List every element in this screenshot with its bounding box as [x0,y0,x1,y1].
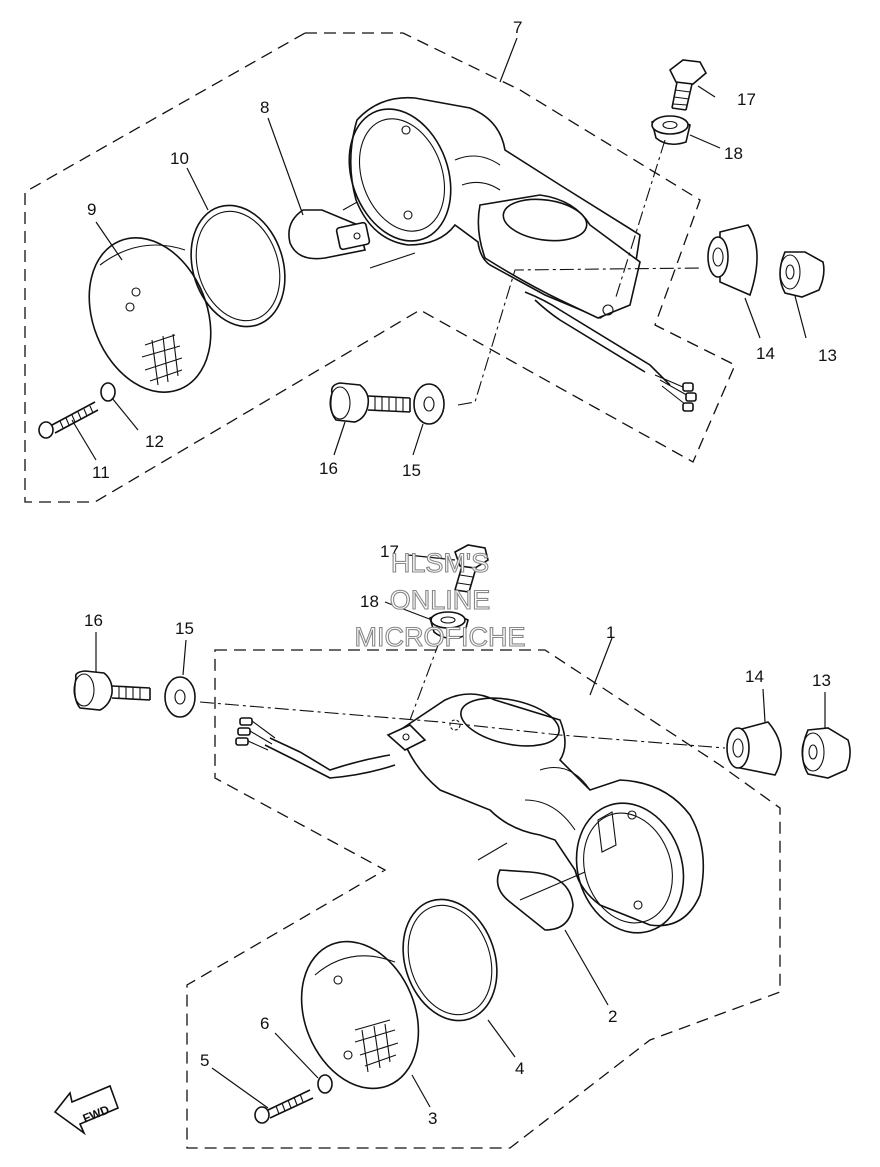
callout-12: 12 [145,432,164,451]
gasket-10 [190,204,286,328]
watermark: HLSM'S ONLINE MICROFICHE [354,547,526,652]
callout-14: 14 [756,344,775,363]
callout-10: 10 [170,149,189,168]
washer-15-lower [164,676,196,718]
lower-turn-signal-assembly: FWD 1 2 4 3 6 5 16 15 14 13 17 18 [53,542,851,1149]
bolt-16-lower [73,670,151,711]
callout-13: 13 [812,671,831,690]
bolt-16 [329,382,411,423]
callout-5: 5 [200,1051,209,1070]
bolt-axis-17 [614,139,666,301]
callout-2: 2 [608,1007,617,1026]
lens-9 [88,237,212,393]
callout-9: 9 [87,200,96,219]
callout-16: 16 [84,611,103,630]
collar-14-lower [726,721,782,776]
housing-7 [348,96,671,386]
bolt-17 [668,59,708,111]
callout-14: 14 [745,667,764,686]
bolt-17-lower [454,544,489,593]
bolt-axis-16 [457,267,701,406]
washer-6 [317,1074,333,1094]
callout-4: 4 [515,1059,524,1078]
watermark-line-1: HLSM'S [391,548,489,578]
forward-direction-arrow: FWD [53,1084,120,1136]
callout-17: 17 [380,542,399,561]
wire-leads-lower [235,717,396,779]
callout-18: 18 [360,592,379,611]
callout-8: 8 [260,98,269,117]
gasket-4 [402,898,498,1022]
callout-18: 18 [724,144,743,163]
collar-18 [651,115,691,146]
housing-1 [386,693,705,934]
watermark-line-2: ONLINE [390,585,491,615]
callout-15: 15 [402,461,421,480]
bulb-2 [477,842,586,931]
callout-6: 6 [260,1014,269,1033]
screw-11 [38,401,99,439]
callout-7: 7 [513,18,522,37]
callout-1: 1 [606,623,615,642]
upper-turn-signal-assembly: 7 8 10 9 12 11 17 18 14 13 16 15 [24,18,837,503]
washer-12 [100,382,116,402]
screw-5 [254,1089,314,1124]
watermark-line-3: MICROFICHE [355,622,526,652]
callout-13: 13 [818,346,837,365]
callout-11: 11 [92,463,110,482]
collar-18-lower [429,611,469,640]
lower-assembly-boundary [186,649,781,1149]
bolt-axis-16-lower [199,701,726,749]
washer-15 [413,383,445,425]
callout-3: 3 [428,1109,437,1128]
nut-13 [779,251,825,298]
nut-13-lower [801,727,851,779]
callout-17: 17 [737,90,756,109]
collar-14 [707,224,758,297]
lens-3 [300,940,420,1090]
callout-15: 15 [175,619,194,638]
callout-16: 16 [319,459,338,478]
upper-assembly-boundary [24,32,736,503]
wire-leads-upper [654,374,697,412]
